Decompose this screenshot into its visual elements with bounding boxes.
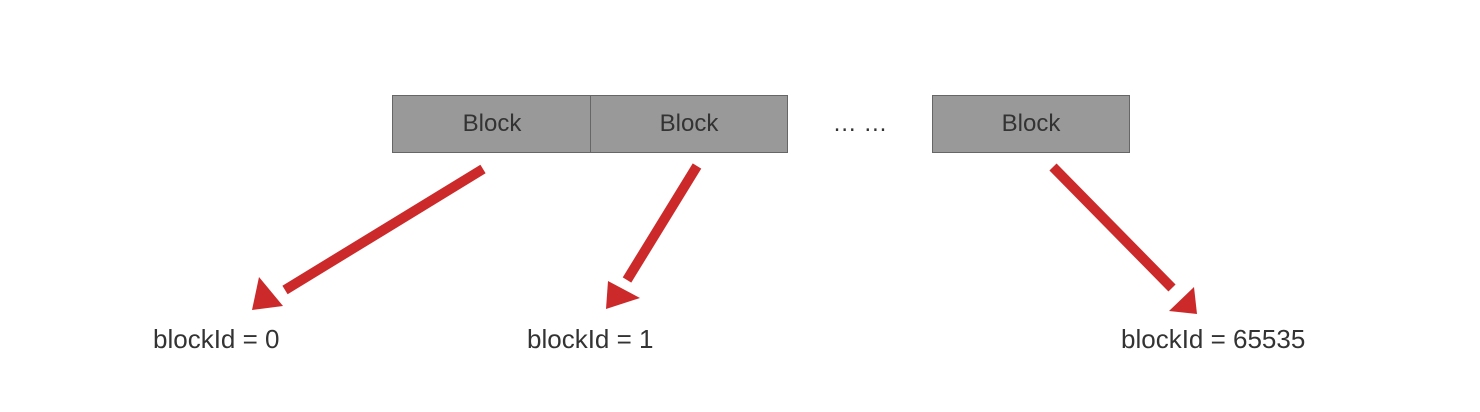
arrow-0: [252, 164, 486, 310]
block-0-label: Block: [462, 110, 522, 137]
arrow-2: [1049, 163, 1197, 314]
ellipsis: … …: [832, 110, 888, 137]
block-last-label: Block: [1001, 110, 1061, 137]
block-id-label-0: blockId = 0: [153, 324, 280, 354]
block-id-label-1: blockId = 1: [527, 324, 654, 354]
block-1-label: Block: [659, 110, 719, 137]
arrow-1: [606, 163, 702, 309]
block-id-label-last: blockId = 65535: [1121, 324, 1306, 354]
block-0: Block: [392, 95, 592, 153]
block-last: Block: [932, 95, 1130, 153]
block-1: Block: [590, 95, 788, 153]
